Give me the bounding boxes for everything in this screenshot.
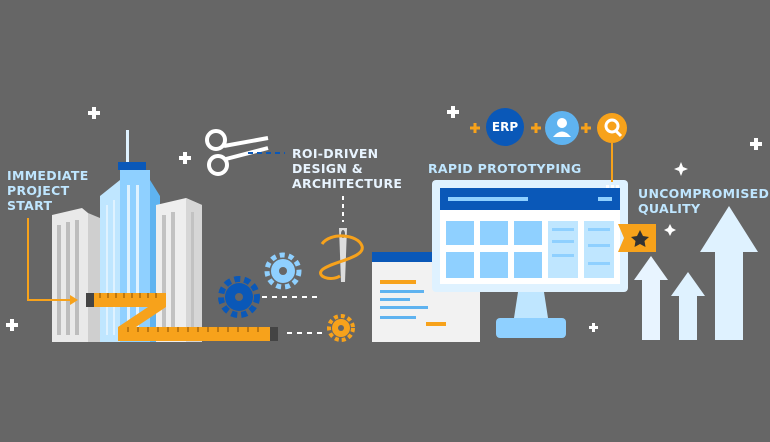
- uncompromised-quality-label: UNCOMPROMISED QUALITY: [638, 186, 770, 216]
- roi-design-label: ROI-DRIVEN DESIGN & ARCHITECTURE: [292, 146, 403, 191]
- building-icon: [52, 130, 202, 342]
- user-icon: [545, 111, 579, 145]
- scissors-icon: [205, 129, 269, 176]
- rapid-prototyping-label: RAPID PROTOTYPING: [428, 161, 582, 176]
- start-arrow: [27, 218, 72, 301]
- erp-badge: ERP: [486, 108, 524, 146]
- measuring-tape-icon: [86, 293, 278, 341]
- magnifier-icon: [597, 113, 627, 182]
- star-badge-icon: [618, 224, 656, 252]
- arrow-up-icon: [634, 206, 758, 340]
- immediate-start-label: IMMEDIATE PROJECT START: [7, 168, 89, 213]
- needle-thread-icon: [319, 228, 364, 282]
- gear-icon: [218, 252, 355, 342]
- monitor-icon: [432, 180, 628, 338]
